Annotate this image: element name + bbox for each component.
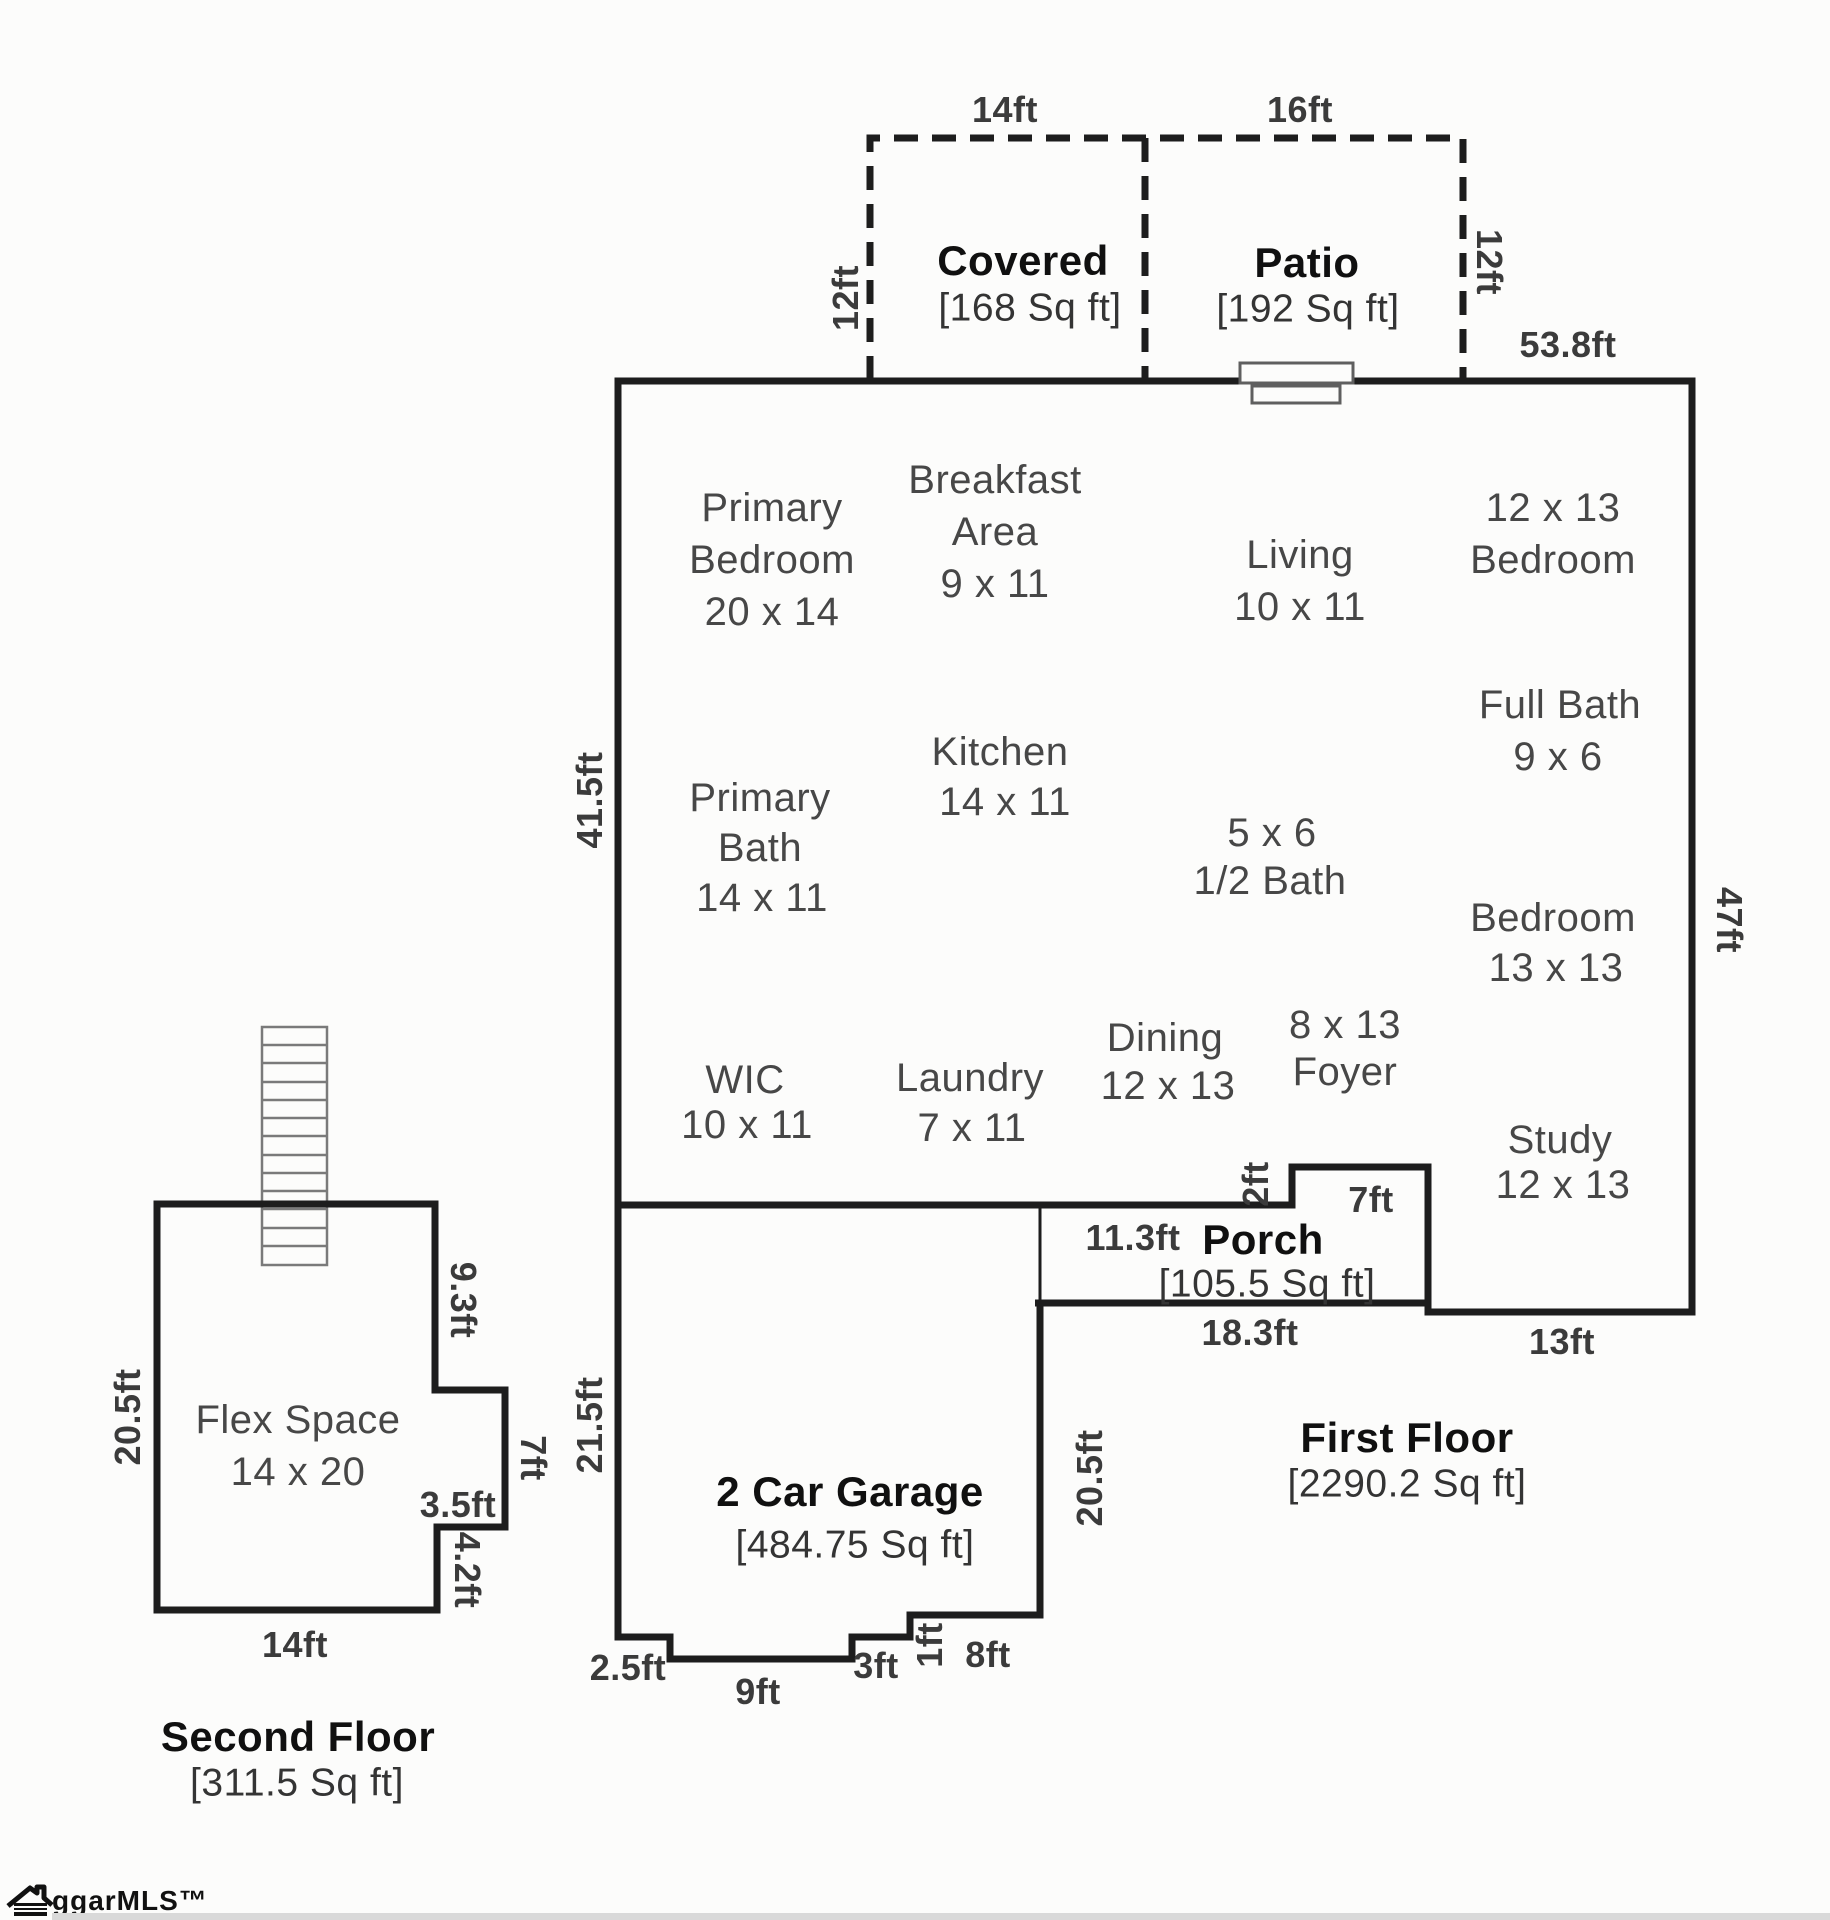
- area-label-second-floor: Second Floor: [160, 1713, 436, 1760]
- room-size-primary-bedroom: 20 x 14: [704, 590, 840, 634]
- garage-walls: [614, 1205, 1044, 1663]
- dimension-flex-right-upper: 9.3ft: [443, 1261, 484, 1339]
- dimension-porch-bottom-width: 18.3ft: [1201, 1312, 1299, 1353]
- room-label-foyer: Foyer: [1292, 1050, 1398, 1094]
- room-size-laundry: 7 x 11: [917, 1106, 1027, 1150]
- dimension-garage-step-8: 8ft: [965, 1634, 1011, 1675]
- room-size-wic: 10 x 11: [681, 1103, 813, 1147]
- room-label-kitchen: Kitchen: [931, 730, 1069, 774]
- dimension-garage-right-height: 20.5ft: [1069, 1429, 1110, 1527]
- dimension-porch-step: 2ft: [1235, 1161, 1276, 1207]
- room-label-half-bath: 1/2 Bath: [1193, 859, 1347, 903]
- room-size-half-bath: 5 x 6: [1227, 811, 1317, 855]
- room-label-primary-bath: Bath: [717, 826, 803, 870]
- room-label-primary-bedroom: Primary: [701, 486, 843, 530]
- area-sqft-first-floor: [2290.2 Sq ft]: [1287, 1462, 1527, 1506]
- dimension-patio-width: 16ft: [1266, 89, 1334, 130]
- room-label-full-bath: Full Bath: [1478, 683, 1642, 727]
- room-size-dining: 12 x 13: [1100, 1064, 1236, 1108]
- room-size-kitchen: 14 x 11: [939, 780, 1071, 824]
- watermark-text: ggarMLS™: [52, 1885, 208, 1916]
- dimension-garage-step-9: 9ft: [735, 1671, 781, 1712]
- room-label-study: Study: [1507, 1118, 1613, 1162]
- area-sqft-second-floor: [311.5 Sq ft]: [190, 1761, 404, 1805]
- area-label-patio: Patio: [1254, 239, 1360, 286]
- dimension-garage-left-height: 21.5ft: [569, 1376, 610, 1474]
- dimension-house-right-height: 47ft: [1709, 886, 1750, 954]
- room-size-full-bath: 9 x 6: [1513, 735, 1603, 779]
- room-label-breakfast-area: Breakfast: [908, 458, 1082, 502]
- room-label-bedroom-13x13: Bedroom: [1470, 896, 1636, 940]
- room-size-bedroom-13x13: 13 x 13: [1488, 946, 1624, 990]
- dimension-covered-depth: 12ft: [825, 264, 866, 332]
- house-logo-icon: [6, 1884, 54, 1916]
- dimension-flex-left-height: 20.5ft: [107, 1368, 148, 1466]
- room-size-breakfast-area: 9 x 11: [940, 562, 1050, 606]
- main-floor-walls: [614, 377, 1696, 1316]
- area-label-first-floor: First Floor: [1300, 1414, 1514, 1461]
- patio-door-icon: [1238, 361, 1355, 405]
- area-label-covered: Covered: [937, 237, 1109, 284]
- screen-edge-strip: [52, 1913, 1830, 1920]
- dimension-house-top-width: 53.8ft: [1519, 324, 1617, 365]
- dimension-study-bottom-width: 13ft: [1528, 1321, 1596, 1362]
- dimension-covered-width: 14ft: [971, 89, 1039, 130]
- dimension-garage-step-3: 3ft: [853, 1645, 899, 1686]
- dimension-patio-depth: 12ft: [1469, 228, 1510, 296]
- covered-patio-dashed-outline: [866, 134, 1467, 380]
- room-size-flex-space: 14 x 20: [230, 1450, 366, 1494]
- dimension-porch-top: 7ft: [1348, 1179, 1394, 1220]
- room-label-breakfast-area: Area: [951, 510, 1039, 554]
- room-size-bedroom-12x13: 12 x 13: [1485, 486, 1621, 530]
- room-size-study: 12 x 13: [1495, 1163, 1631, 1207]
- dimension-flex-notch-width: 3.5ft: [419, 1484, 497, 1525]
- room-label-primary-bedroom: Bedroom: [689, 538, 855, 582]
- area-sqft-porch: [105.5 Sq ft]: [1158, 1262, 1376, 1306]
- room-label-flex-space: Flex Space: [195, 1398, 401, 1442]
- dimension-porch-left-width: 11.3ft: [1085, 1217, 1181, 1258]
- dimension-flex-bottom-width: 14ft: [261, 1624, 329, 1665]
- dimension-flex-notch-height: 7ft: [513, 1435, 554, 1481]
- area-label-garage: 2 Car Garage: [716, 1468, 984, 1515]
- room-label-dining: Dining: [1106, 1016, 1224, 1060]
- area-label-porch: Porch: [1202, 1216, 1324, 1263]
- staircase: [260, 1025, 329, 1267]
- room-size-living: 10 x 11: [1234, 585, 1366, 629]
- dimension-flex-lower-right: 4.2ft: [447, 1531, 488, 1609]
- dimension-garage-step-2-5: 2.5ft: [589, 1647, 667, 1688]
- room-label-wic: WIC: [705, 1058, 785, 1102]
- area-sqft-garage: [484.75 Sq ft]: [735, 1523, 975, 1567]
- mls-watermark: ggarMLS™: [6, 1884, 208, 1918]
- room-label-primary-bath: Primary: [689, 776, 831, 820]
- room-size-primary-bath: 14 x 11: [696, 876, 828, 920]
- room-size-foyer: 8 x 13: [1289, 1003, 1401, 1047]
- room-label-living: Living: [1246, 533, 1354, 577]
- room-label-laundry: Laundry: [895, 1056, 1045, 1100]
- second-floor-walls: [153, 1200, 509, 1614]
- area-sqft-patio: [192 Sq ft]: [1216, 287, 1400, 331]
- dimension-house-left-height: 41.5ft: [569, 751, 610, 849]
- area-sqft-covered: [168 Sq ft]: [938, 286, 1122, 330]
- room-label-bedroom-12x13: Bedroom: [1470, 538, 1636, 582]
- dimension-garage-step-1: 1ft: [909, 1622, 950, 1668]
